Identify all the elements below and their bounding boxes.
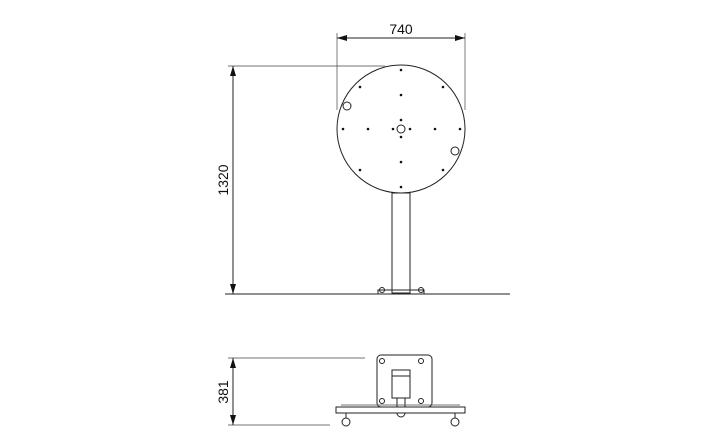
post	[391, 192, 411, 294]
height-dimension-label: 1320	[215, 164, 231, 195]
post-section	[391, 369, 411, 399]
foot-right	[450, 413, 460, 427]
disc-edge	[335, 406, 466, 414]
hole-upper-left	[342, 101, 352, 111]
plan-view: 381	[215, 354, 466, 427]
disc-outline	[336, 64, 466, 194]
width-dimension-label: 740	[389, 21, 413, 37]
center-hole	[396, 124, 406, 134]
depth-dimension-label: 381	[215, 380, 231, 404]
bolt-dots	[341, 68, 462, 189]
base-plate	[377, 289, 425, 295]
front-elevation: 740 1320	[215, 21, 510, 295]
center-boss	[396, 412, 406, 418]
anchor-bolt-left	[379, 287, 385, 293]
hole-lower-right	[450, 146, 460, 156]
anchor-bolt-right	[418, 287, 424, 293]
foot-left	[341, 413, 351, 427]
